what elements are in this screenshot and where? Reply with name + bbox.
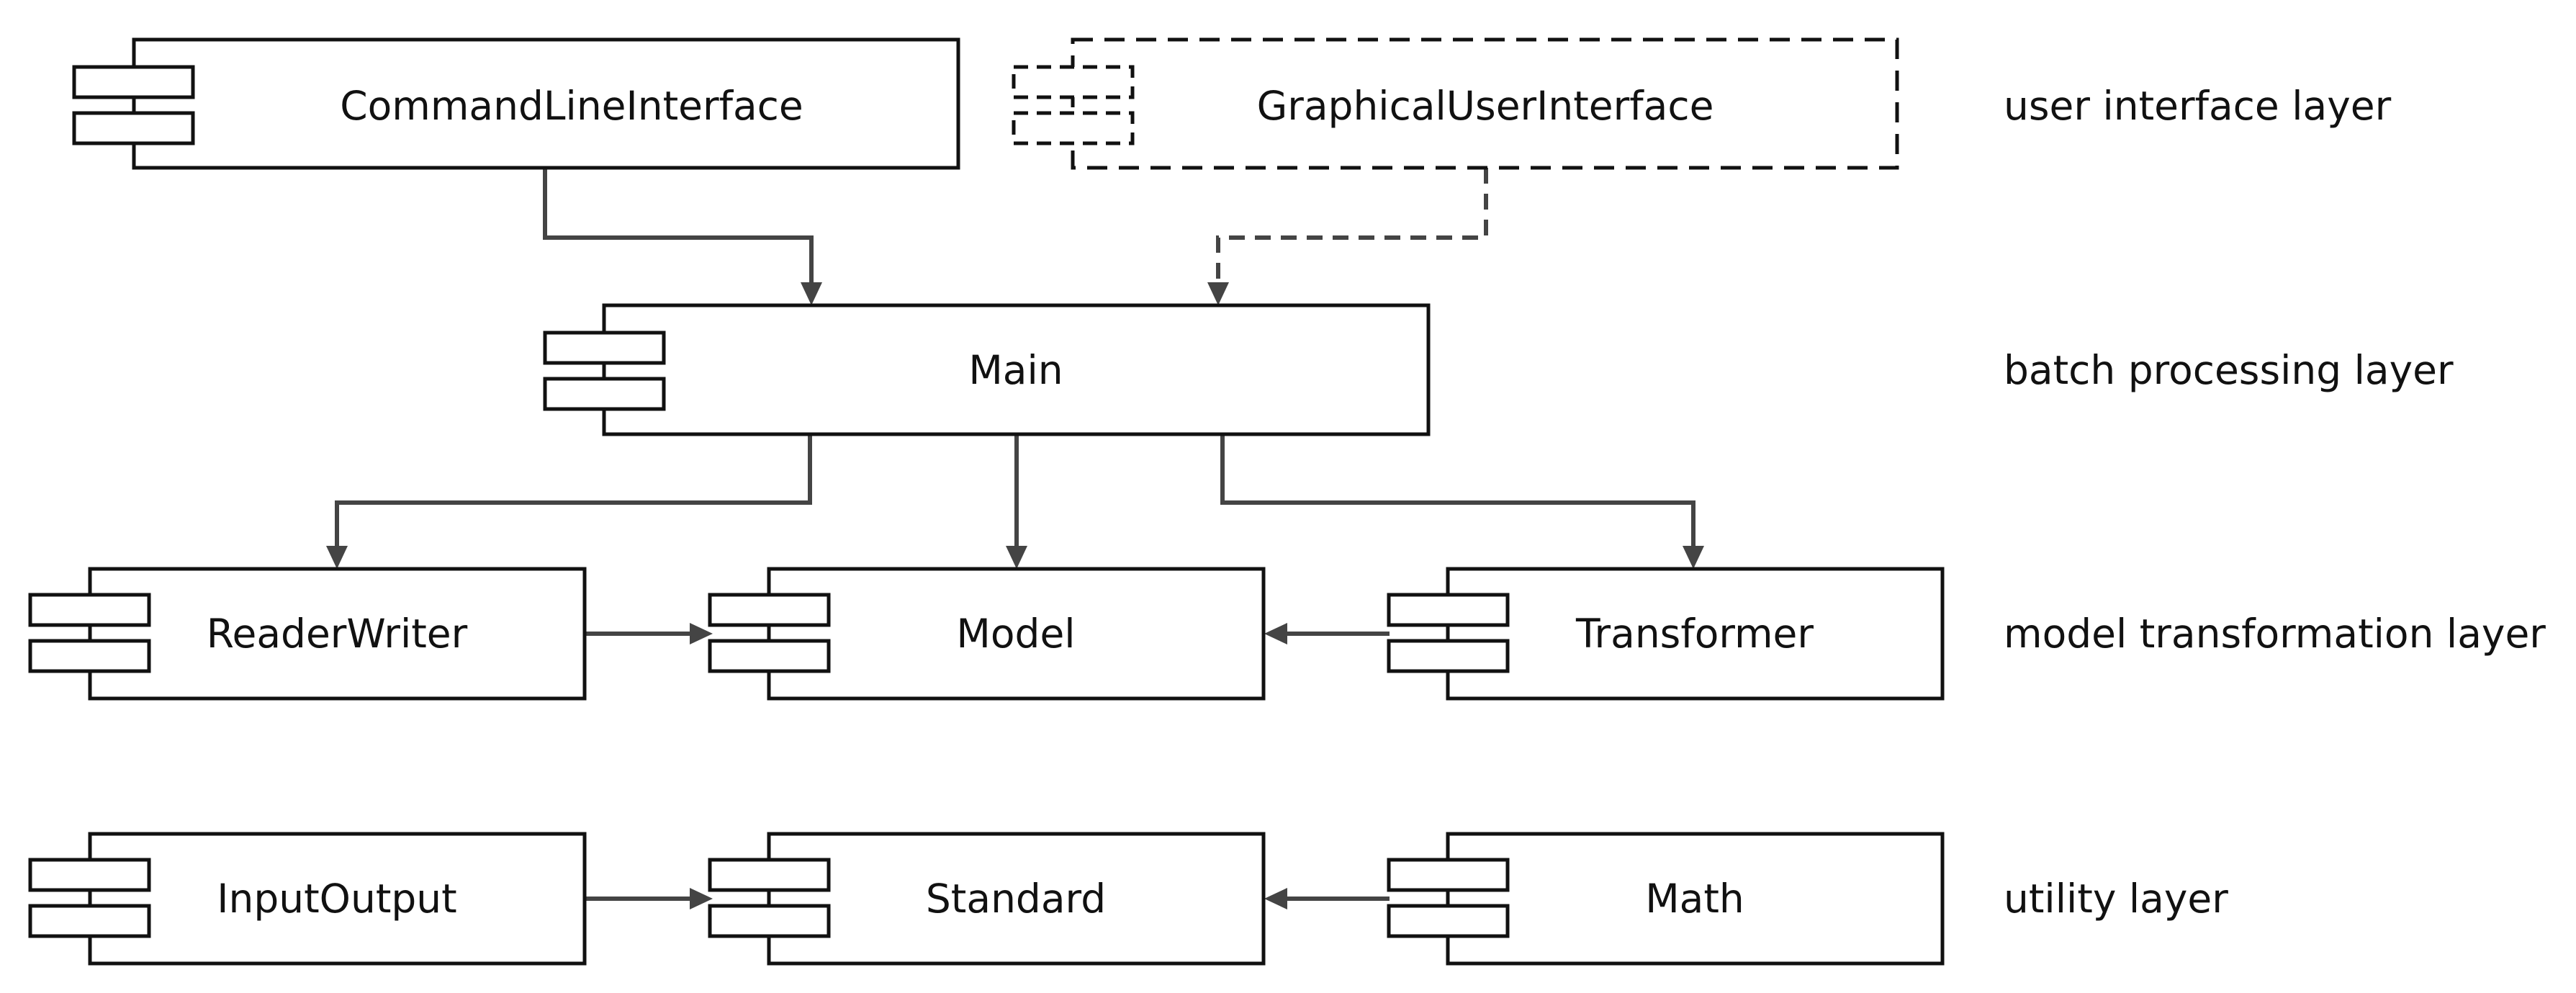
component-label: Math <box>1645 876 1744 922</box>
component-label: Standard <box>926 876 1106 922</box>
component-tab-icon <box>708 858 831 892</box>
connector-inputoutput-to-standard <box>585 888 713 909</box>
component-tab-icon <box>1387 858 1510 892</box>
component-tab-icon <box>1387 639 1510 673</box>
components: CommandLineInterface GraphicalUserInterf… <box>28 37 1945 966</box>
component-label: InputOutput <box>217 876 456 922</box>
component-tab-icon <box>543 331 666 365</box>
component-tab-icon <box>28 904 151 938</box>
connector-gui-to-main <box>1207 168 1488 305</box>
arrowhead <box>1264 623 1287 644</box>
component-transformer: Transformer <box>1387 567 1945 701</box>
arrowhead <box>1006 546 1027 569</box>
component-graphicaluserinterface: GraphicalUserInterface <box>1012 37 1899 170</box>
arrowhead <box>1207 282 1229 305</box>
component-tab-icon <box>1012 111 1135 145</box>
layer-labels: user interface layer batch processing la… <box>2004 83 2546 922</box>
component-tab-icon <box>543 377 666 411</box>
component-tab-icon <box>708 904 831 938</box>
connector-main-to-model <box>1006 434 1027 569</box>
arrowhead <box>326 546 348 569</box>
component-main: Main <box>543 303 1431 436</box>
component-tab-icon <box>708 593 831 627</box>
component-tab-icon <box>28 858 151 892</box>
component-tab-icon <box>28 593 151 627</box>
component-model: Model <box>708 567 1266 701</box>
connectors <box>326 168 1704 909</box>
connector-math-to-standard <box>1264 888 1390 909</box>
component-inputoutput: InputOutput <box>28 832 587 966</box>
component-standard: Standard <box>708 832 1266 966</box>
arrowhead <box>690 888 713 909</box>
connector-main-to-transformer <box>1220 434 1704 569</box>
arrowhead <box>1683 546 1704 569</box>
layer-label-model-transformation: model transformation layer <box>2004 611 2546 657</box>
connector-readerwriter-to-model <box>585 623 713 644</box>
component-label: Main <box>968 347 1063 393</box>
arrowhead <box>690 623 713 644</box>
component-tab-icon <box>1387 904 1510 938</box>
component-label: ReaderWriter <box>207 611 468 657</box>
component-tab-icon <box>28 639 151 673</box>
component-tab-icon <box>708 639 831 673</box>
component-label: CommandLineInterface <box>340 83 803 129</box>
component-commandlineinterface: CommandLineInterface <box>72 37 960 170</box>
component-label: GraphicalUserInterface <box>1257 83 1714 129</box>
connector-transformer-to-model <box>1264 623 1390 644</box>
component-tab-icon <box>1387 593 1510 627</box>
layer-label-user-interface: user interface layer <box>2004 83 2392 129</box>
component-math: Math <box>1387 832 1945 966</box>
connector-cli-to-main <box>543 168 822 305</box>
component-tab-icon <box>72 65 195 99</box>
arrowhead <box>1264 888 1287 909</box>
component-readerwriter: ReaderWriter <box>28 567 587 701</box>
component-tab-icon <box>72 111 195 145</box>
connector-main-to-readerwriter <box>326 434 812 569</box>
component-label: Model <box>956 611 1075 657</box>
layer-label-utility: utility layer <box>2004 876 2228 922</box>
arrowhead <box>801 282 822 305</box>
component-tab-icon <box>1012 65 1135 99</box>
component-label: Transformer <box>1575 611 1814 657</box>
layer-label-batch-processing: batch processing layer <box>2004 347 2454 393</box>
